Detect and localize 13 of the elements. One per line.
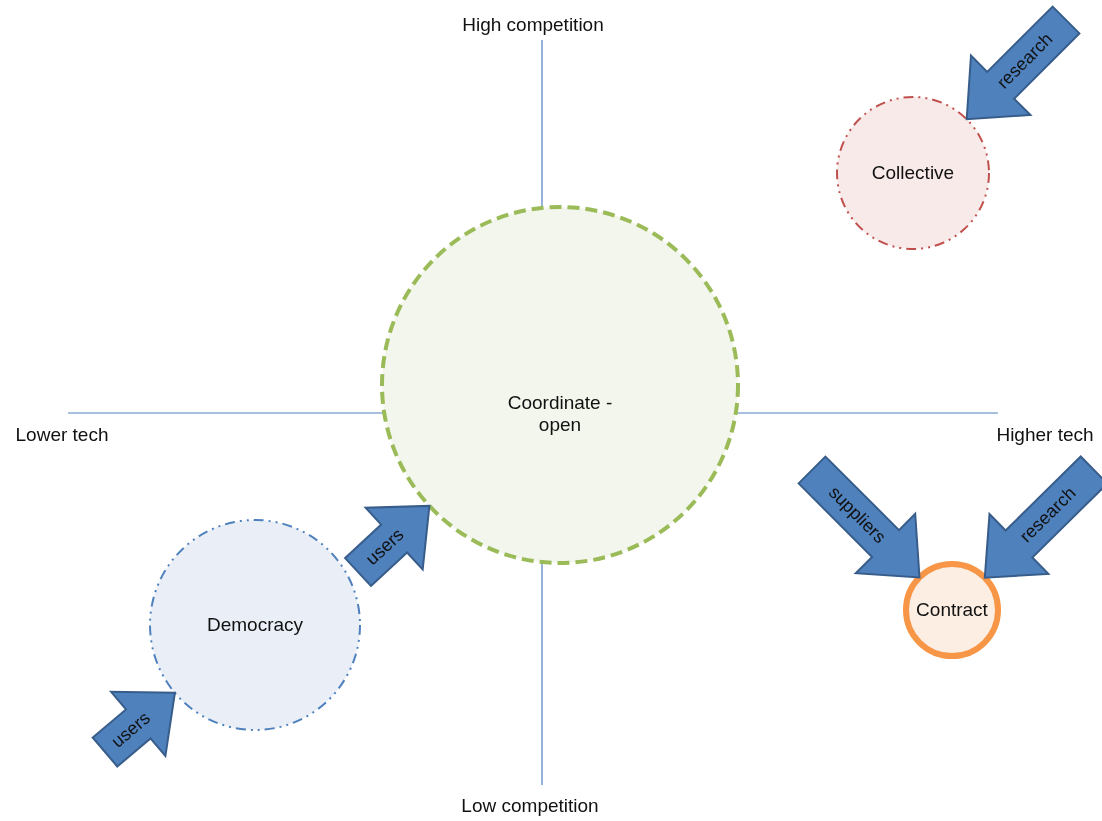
node-label: Democracy <box>206 614 304 636</box>
block-arrow <box>797 455 921 579</box>
axis-label: Low competition <box>461 795 599 817</box>
node-label: Contract <box>916 599 988 621</box>
block-arrow <box>343 504 431 588</box>
block-arrow <box>983 455 1102 579</box>
node-label: Coordinate - open <box>506 392 614 437</box>
block-arrow <box>91 690 177 768</box>
block-arrow <box>965 5 1081 121</box>
axis-label: Lower tech <box>15 424 109 446</box>
axis-label: High competition <box>462 14 604 36</box>
node-label: Collective <box>871 162 955 184</box>
axis-label: Higher tech <box>996 424 1094 446</box>
